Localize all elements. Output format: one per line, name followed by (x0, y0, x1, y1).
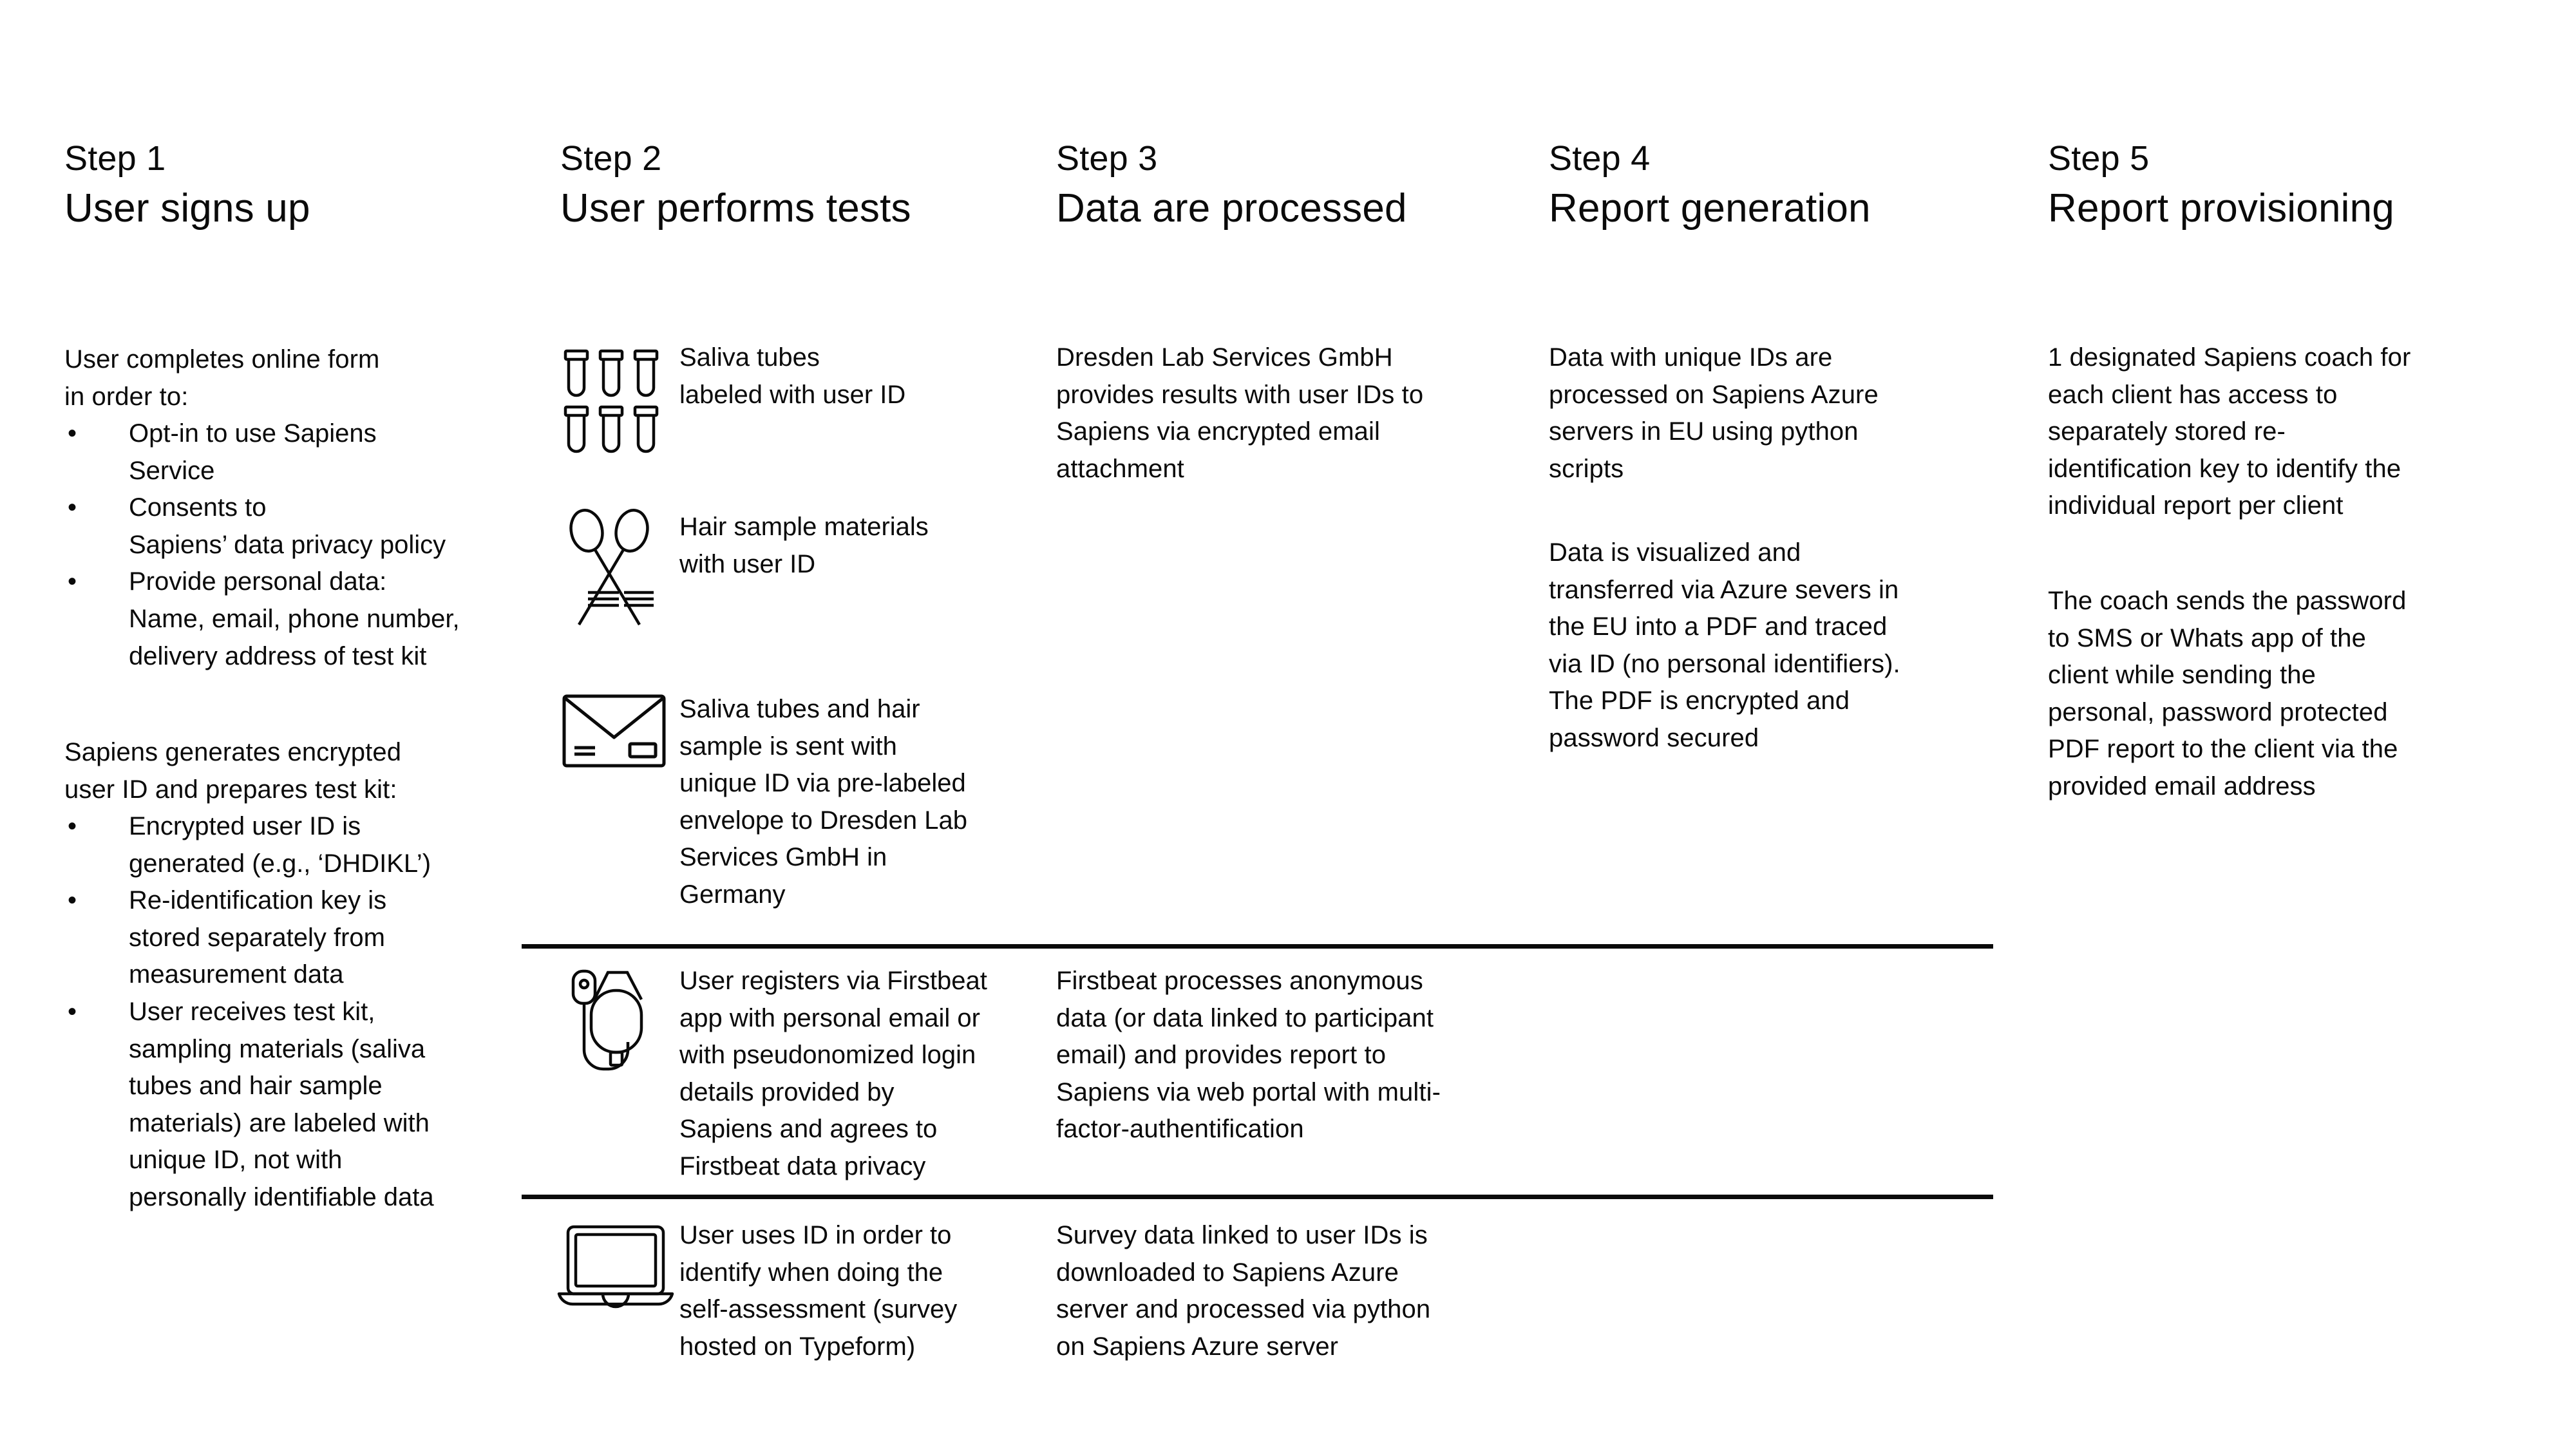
list-item-text: Provide personal data: Name, email, phon… (129, 567, 460, 670)
step-3-label: Step 3 (1056, 139, 1158, 178)
section-divider-1 (522, 944, 1993, 949)
step-1-heading: Step 1 User signs up (64, 138, 310, 232)
envelope-icon (560, 691, 673, 778)
section-divider-2 (522, 1195, 1993, 1199)
col4-paragraph-1: Data with unique IDs are processed on Sa… (1549, 343, 1879, 483)
column-step-2: Step 2 User performs tests (557, 0, 1063, 1449)
step-1-title: User signs up (64, 186, 310, 231)
step-1-label: Step 1 (64, 139, 166, 178)
step-5-heading: Step 5 Report provisioning (2048, 138, 2394, 232)
col3-row-2-text: Firstbeat processes anonymous data (or d… (1056, 967, 1441, 1144)
col2-row-1-text: Saliva tubes labeled with user ID (679, 343, 906, 409)
step-4-heading: Step 4 Report generation (1549, 138, 1871, 232)
bullet-icon: • (68, 812, 77, 840)
bullet-icon: • (68, 886, 77, 915)
step-5-title: Report provisioning (2048, 186, 2394, 231)
list-item-text: User receives test kit, sampling materia… (129, 997, 434, 1211)
column-step-1: Step 1 User signs up User completes onli… (64, 0, 554, 1449)
test-tubes-icon (554, 343, 683, 459)
list-item: • Opt-in to use Sapiens Service (64, 415, 554, 489)
bullet-icon: • (68, 493, 77, 522)
column-step-4: Step 4 Report generation Data with uniqu… (1549, 0, 2000, 1449)
list-item-text: Consents to Sapiens’ data privacy policy (129, 493, 446, 559)
list-item: • Re-identification key is stored separa… (64, 882, 554, 994)
list-item: • Provide personal data: Name, email, ph… (64, 564, 554, 675)
list-item: • Consents to Sapiens’ data privacy poli… (64, 489, 554, 564)
step-2-heading: Step 2 User performs tests (560, 138, 911, 232)
column-step-3: Step 3 Data are processed Dresden Lab Se… (1056, 0, 1520, 1449)
col2-row-5-text: User uses ID in order to identify when d… (679, 1221, 958, 1361)
bullet-icon: • (68, 419, 77, 448)
step-3-heading: Step 3 Data are processed (1056, 138, 1407, 232)
bullet-icon: • (68, 997, 77, 1026)
list-item: • Encrypted user ID is generated (e.g., … (64, 808, 554, 882)
col5-paragraph-1: 1 designated Sapiens coach for each clie… (2048, 343, 2411, 520)
scissors-hair-icon (557, 509, 679, 638)
col1-bullet-list-1: • Opt-in to use Sapiens Service • Consen… (64, 415, 554, 675)
col1-intro-2: Sapiens generates encrypted user ID and … (64, 738, 402, 804)
step-2-title: User performs tests (560, 186, 911, 231)
step-4-title: Report generation (1549, 186, 1871, 231)
col1-intro-1: User completes online form in order to: (64, 345, 380, 411)
col5-paragraph-2: The coach sends the password to SMS or W… (2048, 587, 2407, 800)
list-item-text: Re-identification key is stored separate… (129, 886, 387, 989)
col2-row-3-text: Saliva tubes and hair sample is sent wit… (679, 695, 967, 909)
col2-row-4-text: User registers via Firstbeat app with pe… (679, 967, 987, 1180)
laptop-icon (554, 1219, 683, 1309)
step-5-label: Step 5 (2048, 139, 2150, 178)
column-step-5: Step 5 Report provisioning 1 designated … (2048, 0, 2512, 1449)
list-item-text: Opt-in to use Sapiens Service (129, 419, 377, 485)
col2-row-2-text: Hair sample materials with user ID (679, 513, 929, 578)
bullet-icon: • (68, 567, 77, 596)
list-item: • User receives test kit, sampling mater… (64, 994, 554, 1217)
col3-row-3-text: Survey data linked to user IDs is downlo… (1056, 1221, 1431, 1361)
heart-rate-sensor-icon (560, 966, 676, 1082)
step-2-label: Step 2 (560, 139, 662, 178)
col4-paragraph-2: Data is visualized and transferred via A… (1549, 538, 1900, 752)
col3-row-1-text: Dresden Lab Services GmbH provides resul… (1056, 343, 1424, 483)
step-3-title: Data are processed (1056, 186, 1407, 231)
list-item-text: Encrypted user ID is generated (e.g., ‘D… (129, 812, 431, 878)
col1-bullet-list-2: • Encrypted user ID is generated (e.g., … (64, 808, 554, 1217)
step-4-label: Step 4 (1549, 139, 1651, 178)
